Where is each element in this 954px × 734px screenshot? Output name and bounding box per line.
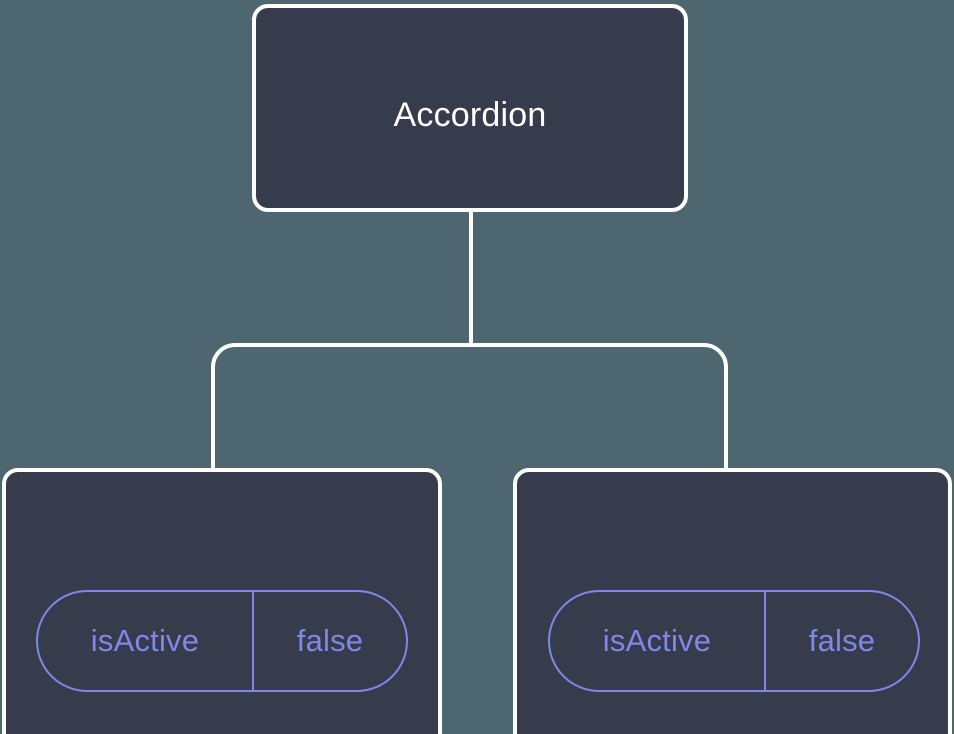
prop-value: false xyxy=(296,623,364,658)
node-accordion[interactable]: Accordion xyxy=(252,4,688,212)
prop-badge-panel-1-isActive[interactable]: isActive false xyxy=(36,590,408,692)
prop-key: isActive xyxy=(38,592,254,690)
prop-key: isActive xyxy=(550,592,766,690)
edge-root-to-panel-1 xyxy=(211,343,471,472)
prop-badge-panel-2-isActive[interactable]: isActive false xyxy=(548,590,920,692)
prop-value: false xyxy=(808,623,876,658)
edge-root-to-panel-2 xyxy=(471,343,728,472)
node-accordion-label: Accordion xyxy=(393,96,547,134)
